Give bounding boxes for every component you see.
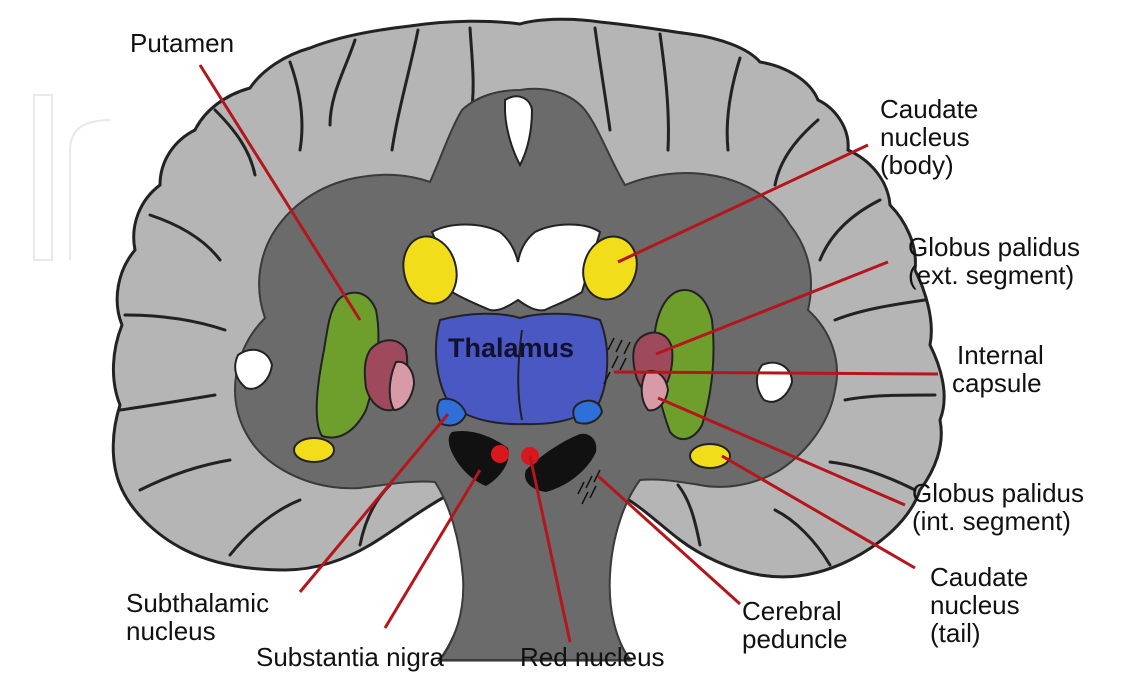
gp-int-label-1: Globus palidus bbox=[912, 478, 1084, 508]
cerebral-peduncle-label-2: peduncle bbox=[742, 624, 848, 654]
thalamus-label: Thalamus bbox=[448, 333, 574, 363]
caudate-tail-label-3: (tail) bbox=[930, 618, 981, 648]
red-nucleus-left bbox=[491, 445, 509, 463]
internal-capsule-label-2: capsule bbox=[952, 368, 1042, 398]
subthalamic-label-1: Subthalamic bbox=[126, 588, 269, 618]
substantia-nigra-label: Substantia nigra bbox=[256, 642, 444, 672]
gp-ext-label-2: (ext. segment) bbox=[908, 260, 1074, 290]
watermark bbox=[34, 95, 110, 260]
caudate-tail-left bbox=[294, 438, 334, 462]
gp-int-label-2: (int. segment) bbox=[912, 506, 1071, 536]
internal-capsule-label-1: Internal bbox=[957, 340, 1044, 370]
putamen-label: Putamen bbox=[130, 28, 234, 58]
red-nucleus-label: Red nucleus bbox=[520, 642, 665, 672]
caudate-tail-label-1: Caudate bbox=[930, 562, 1028, 592]
caudate-body-label-2: nucleus bbox=[880, 122, 970, 152]
subthalamic-label-2: nucleus bbox=[126, 616, 216, 646]
caudate-tail-label-2: nucleus bbox=[930, 590, 1020, 620]
caudate-body-label-3: (body) bbox=[880, 150, 954, 180]
caudate-body-label-1: Caudate bbox=[880, 94, 978, 124]
cerebral-peduncle-label-1: Cerebral bbox=[742, 596, 842, 626]
gp-ext-label-1: Globus palidus bbox=[908, 232, 1080, 262]
leader-internal-capsule bbox=[614, 372, 938, 374]
